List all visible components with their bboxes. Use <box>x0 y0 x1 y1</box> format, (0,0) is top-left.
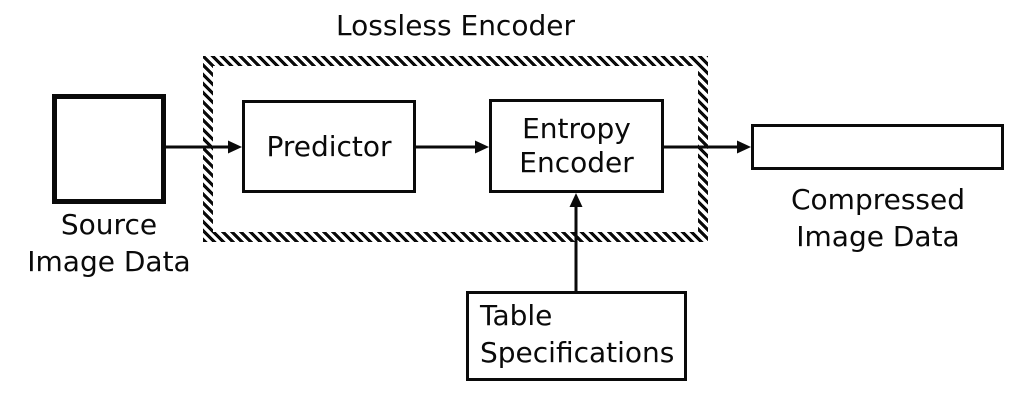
source-image-data-box <box>52 94 166 204</box>
compressed-label-line1: Compressed <box>790 183 966 216</box>
table-specifications-box: Table Specifications <box>466 291 687 381</box>
source-label-line1: Source <box>60 208 158 241</box>
entropy-encoder-label-line1: Entropy <box>522 112 631 145</box>
entropy-encoder-box: Entropy Encoder <box>489 99 664 193</box>
compressed-label-line2: Image Data <box>796 220 960 253</box>
source-label-line2: Image Data <box>27 245 191 278</box>
table-specifications-label-line2: Specifications <box>480 336 675 369</box>
compressed-image-data-box <box>751 124 1004 170</box>
table-specifications-label-line1: Table <box>480 299 553 332</box>
predictor-label: Predictor <box>266 130 392 163</box>
predictor-box: Predictor <box>242 100 416 193</box>
compressed-image-data-label: Compressed Image Data <box>752 181 1004 255</box>
diagram-title: Lossless Encoder <box>336 9 575 42</box>
source-image-data-label: Source Image Data <box>9 206 209 280</box>
entropy-encoder-label-line2: Encoder <box>519 146 634 179</box>
